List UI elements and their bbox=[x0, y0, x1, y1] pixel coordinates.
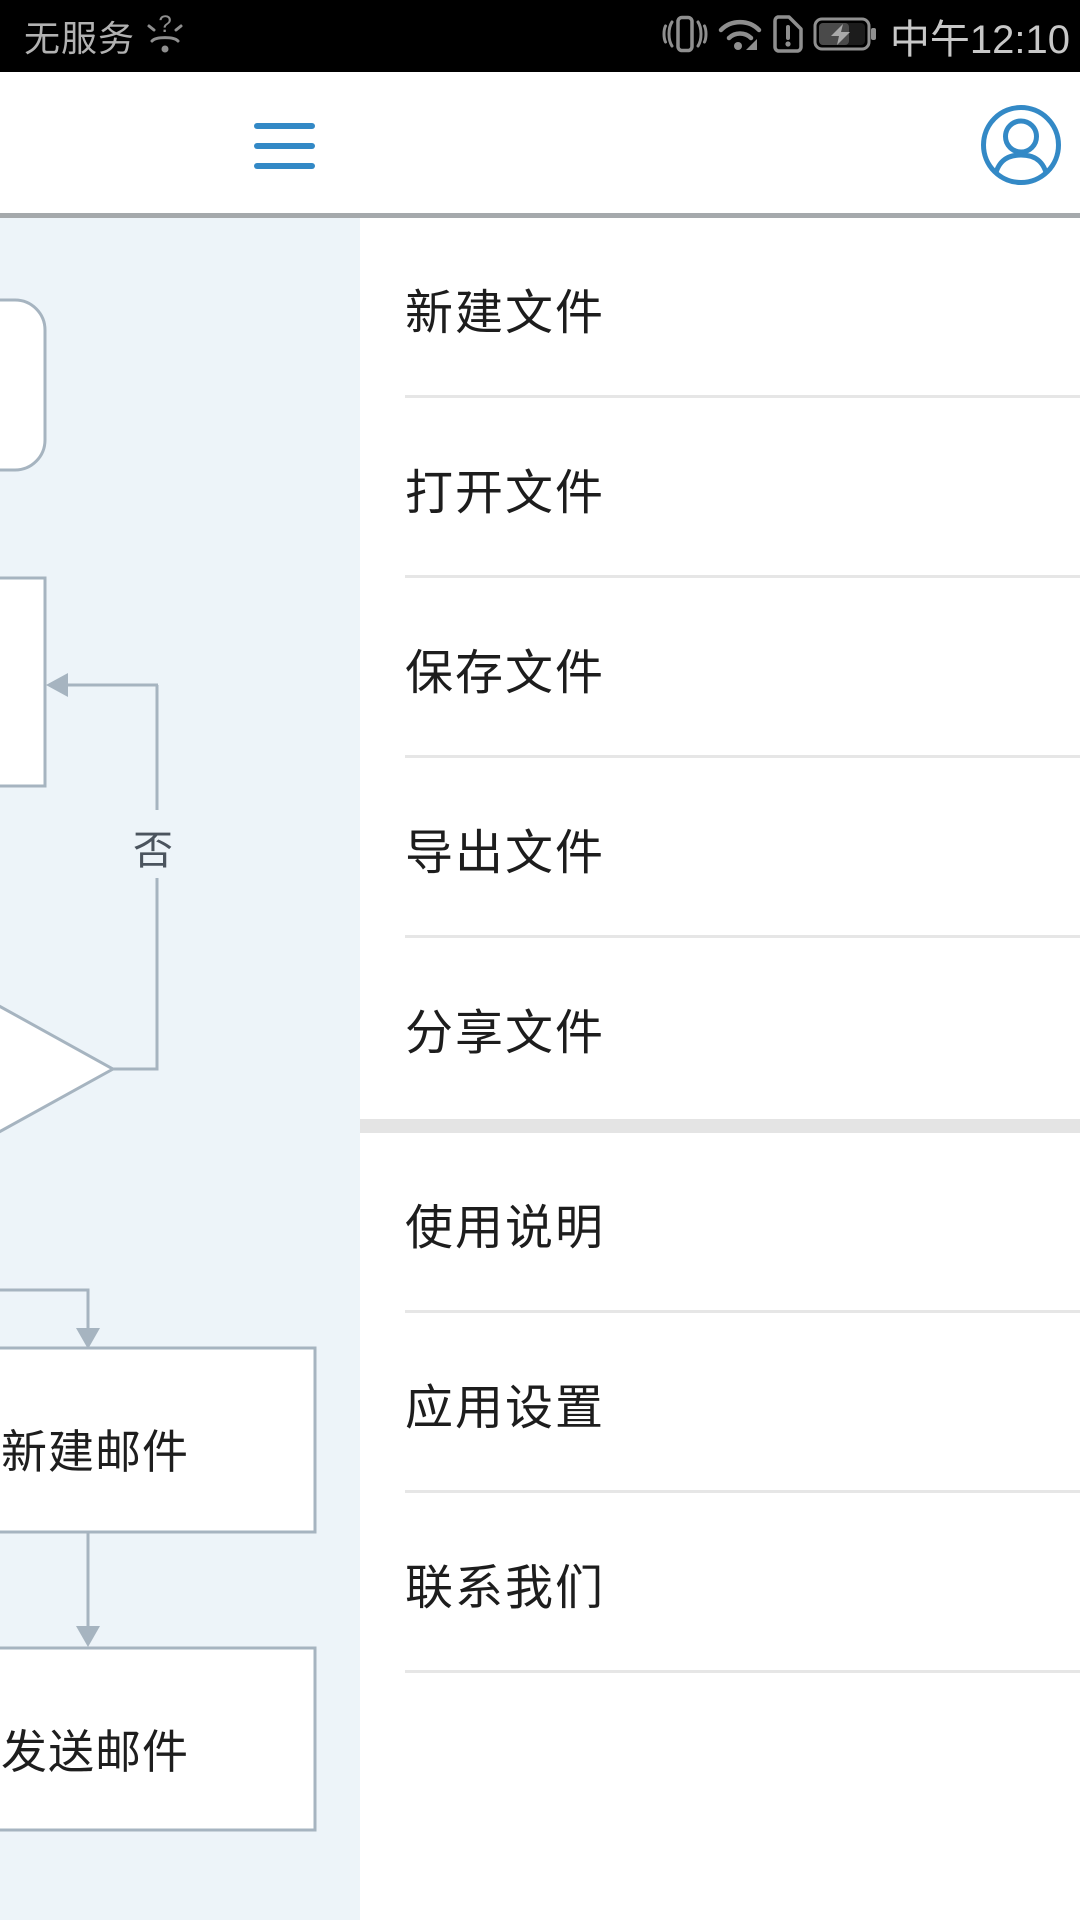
svg-text:?: ? bbox=[158, 12, 171, 38]
status-left-cluster: 无服务 ? bbox=[24, 0, 185, 72]
menu-item-label: 使用说明 bbox=[405, 1202, 606, 1255]
account-icon[interactable] bbox=[979, 103, 1063, 187]
decision-diamond-node[interactable] bbox=[0, 934, 117, 1204]
carrier-label: 无服务 bbox=[24, 18, 136, 59]
arrowhead-left bbox=[46, 673, 68, 697]
status-right-cluster: 中午12:10 bbox=[662, 0, 1070, 72]
menu-item-instructions[interactable]: 使用说明 bbox=[360, 1133, 1080, 1313]
menu-section-divider bbox=[360, 1119, 1080, 1133]
menu-item-open-file[interactable]: 打开文件 bbox=[360, 398, 1080, 578]
menu-app-group: 使用说明 应用设置 联系我们 bbox=[360, 1133, 1080, 1673]
menu-item-label: 分享文件 bbox=[405, 1007, 606, 1060]
arrowhead-down-1 bbox=[76, 1328, 100, 1349]
terminator-node[interactable] bbox=[0, 298, 47, 472]
menu-item-new-file[interactable]: 新建文件 bbox=[360, 218, 1080, 398]
flowchart-canvas[interactable]: 否 新建邮件 发送邮件 bbox=[0, 218, 360, 1920]
header-divider bbox=[0, 213, 1080, 218]
send-mail-node-label: 发送邮件 bbox=[1, 1726, 189, 1778]
new-mail-node[interactable] bbox=[0, 1346, 317, 1534]
menu-item-label: 新建文件 bbox=[405, 287, 606, 340]
menu-item-contact-us[interactable]: 联系我们 bbox=[360, 1493, 1080, 1673]
menu-item-settings[interactable]: 应用设置 bbox=[360, 1313, 1080, 1493]
menu-item-label: 联系我们 bbox=[405, 1562, 606, 1615]
new-mail-node-label: 新建邮件 bbox=[1, 1426, 189, 1478]
arrowhead-down-2 bbox=[76, 1626, 100, 1647]
battery-charging-icon bbox=[813, 16, 877, 57]
process-node[interactable] bbox=[0, 576, 47, 788]
clock-label: 中午12:10 bbox=[889, 18, 1070, 62]
branch-no-label: 否 bbox=[133, 829, 173, 873]
sim-alert-icon bbox=[772, 14, 804, 59]
wifi-icon bbox=[717, 15, 763, 58]
status-bar: 无服务 ? bbox=[0, 0, 1080, 72]
side-menu: 新建文件 打开文件 保存文件 导出文件 分享文件 使用说明 应用设置 联系我们 bbox=[360, 218, 1080, 1920]
vibrate-icon bbox=[662, 15, 708, 58]
flowchart-shapes bbox=[0, 298, 317, 1832]
menu-file-group: 新建文件 打开文件 保存文件 导出文件 分享文件 bbox=[360, 218, 1080, 1118]
menu-item-label: 导出文件 bbox=[405, 827, 606, 880]
wifi-question-icon: ? bbox=[145, 11, 185, 61]
app-header bbox=[0, 72, 1080, 213]
menu-item-label: 打开文件 bbox=[405, 467, 606, 520]
menu-item-share-file[interactable]: 分享文件 bbox=[360, 938, 1080, 1118]
menu-item-label: 保存文件 bbox=[405, 647, 606, 700]
hamburger-menu-icon[interactable] bbox=[254, 123, 315, 169]
menu-item-export-file[interactable]: 导出文件 bbox=[360, 758, 1080, 938]
send-mail-node[interactable] bbox=[0, 1646, 317, 1832]
menu-item-label: 应用设置 bbox=[405, 1382, 606, 1435]
menu-item-save-file[interactable]: 保存文件 bbox=[360, 578, 1080, 758]
